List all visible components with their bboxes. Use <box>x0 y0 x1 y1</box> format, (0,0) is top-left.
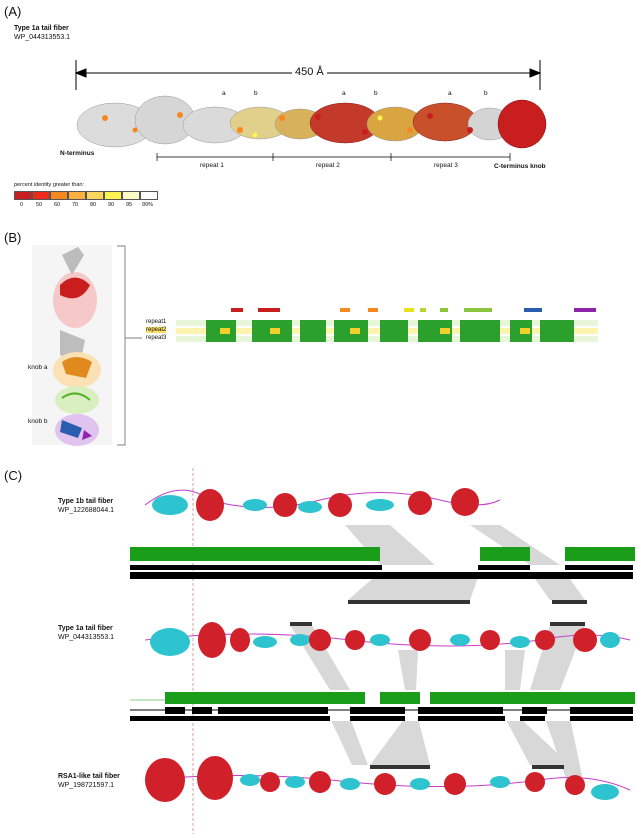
n-terminus-label: N-terminus <box>60 150 95 157</box>
panel-b-label: (B) <box>4 230 22 245</box>
legend-swatch-4 <box>86 191 104 200</box>
legend-swatch-3 <box>68 191 86 200</box>
legend-tick-1: 50 <box>36 202 43 208</box>
alignment-rows <box>176 320 598 342</box>
knob-a-label: knob a <box>28 364 48 371</box>
fiber-rsa1-segments <box>370 765 564 769</box>
fiber-1a-conservation <box>130 692 635 704</box>
fiber-rsa1-title: RSA1-like tail fiber <box>58 773 120 780</box>
alignment-row-1: repeat1 <box>146 319 167 325</box>
marker-b-1: b <box>254 90 258 97</box>
fiber-1a-segments <box>290 622 585 626</box>
correspondence-shades <box>290 525 585 790</box>
fiber-1b-title: Type 1b tail fiber <box>58 498 114 505</box>
legend-swatch-2 <box>50 191 68 200</box>
c-terminus-label: C-terminus knob <box>494 163 546 170</box>
panel-c-label: (C) <box>4 468 23 483</box>
alignment-row-3: repeat3 <box>146 335 167 341</box>
legend-swatch-5 <box>104 191 122 200</box>
repeat-2-label: repeat 2 <box>316 162 340 169</box>
marker-b-2: b <box>374 90 378 97</box>
fiber-1a-title: Type 1a tail fiber <box>58 625 113 632</box>
fiber-1b-segments <box>348 600 587 604</box>
fiber-1b-conservation <box>130 547 635 561</box>
panel-a-title: Type 1a tail fiber <box>14 25 69 32</box>
legend-tick-7: 99% <box>142 202 154 208</box>
legend-tick-4: 80 <box>90 202 97 208</box>
fiber-1a-bars <box>130 707 633 721</box>
identity-legend: 0 50 60 70 80 90 95 99% <box>14 191 159 215</box>
fiber-1a-ribbon <box>144 622 631 658</box>
surface-model <box>76 95 547 149</box>
fiber-rsa1-accession: WP_198721597.1 <box>58 782 115 789</box>
knob-bracket <box>117 245 142 446</box>
knob-ribbon-model <box>32 245 112 446</box>
legend-tick-6: 95 <box>126 202 133 208</box>
repeat-brackets <box>156 153 511 161</box>
marker-a-3: a <box>448 90 452 97</box>
legend-swatch-1 <box>32 191 50 200</box>
repeat-1-label: repeat 1 <box>200 162 224 169</box>
legend-tick-3: 70 <box>72 202 79 208</box>
alignment-row-2: repeat2 <box>146 327 167 333</box>
panel-a-label: (A) <box>4 4 22 19</box>
knob-b-label: knob b <box>28 418 48 425</box>
marker-a-1: a <box>222 90 226 97</box>
legend-title: percent identity greater than: <box>14 182 85 188</box>
fiber-rsa1-ribbon <box>144 756 631 802</box>
fiber-1b-ribbon <box>144 488 501 521</box>
length-label: 450 Å <box>292 66 327 78</box>
legend-tick-2: 60 <box>54 202 61 208</box>
panel-a-accession: WP_044313553.1 <box>14 34 71 41</box>
marker-b-3: b <box>484 90 488 97</box>
fiber-1b-accession: WP_122688044.1 <box>58 507 115 514</box>
legend-tick-5: 90 <box>108 202 115 208</box>
alignment-ss-bars <box>231 308 596 312</box>
legend-swatch-0 <box>14 191 32 200</box>
legend-swatch-7 <box>140 191 158 200</box>
marker-a-2: a <box>342 90 346 97</box>
legend-swatch-6 <box>122 191 140 200</box>
fiber-1a-accession: WP_044313553.1 <box>58 634 115 641</box>
fiber-1b-bars <box>130 565 633 579</box>
legend-tick-0: 0 <box>20 202 24 208</box>
repeat-3-label: repeat 3 <box>434 162 458 169</box>
